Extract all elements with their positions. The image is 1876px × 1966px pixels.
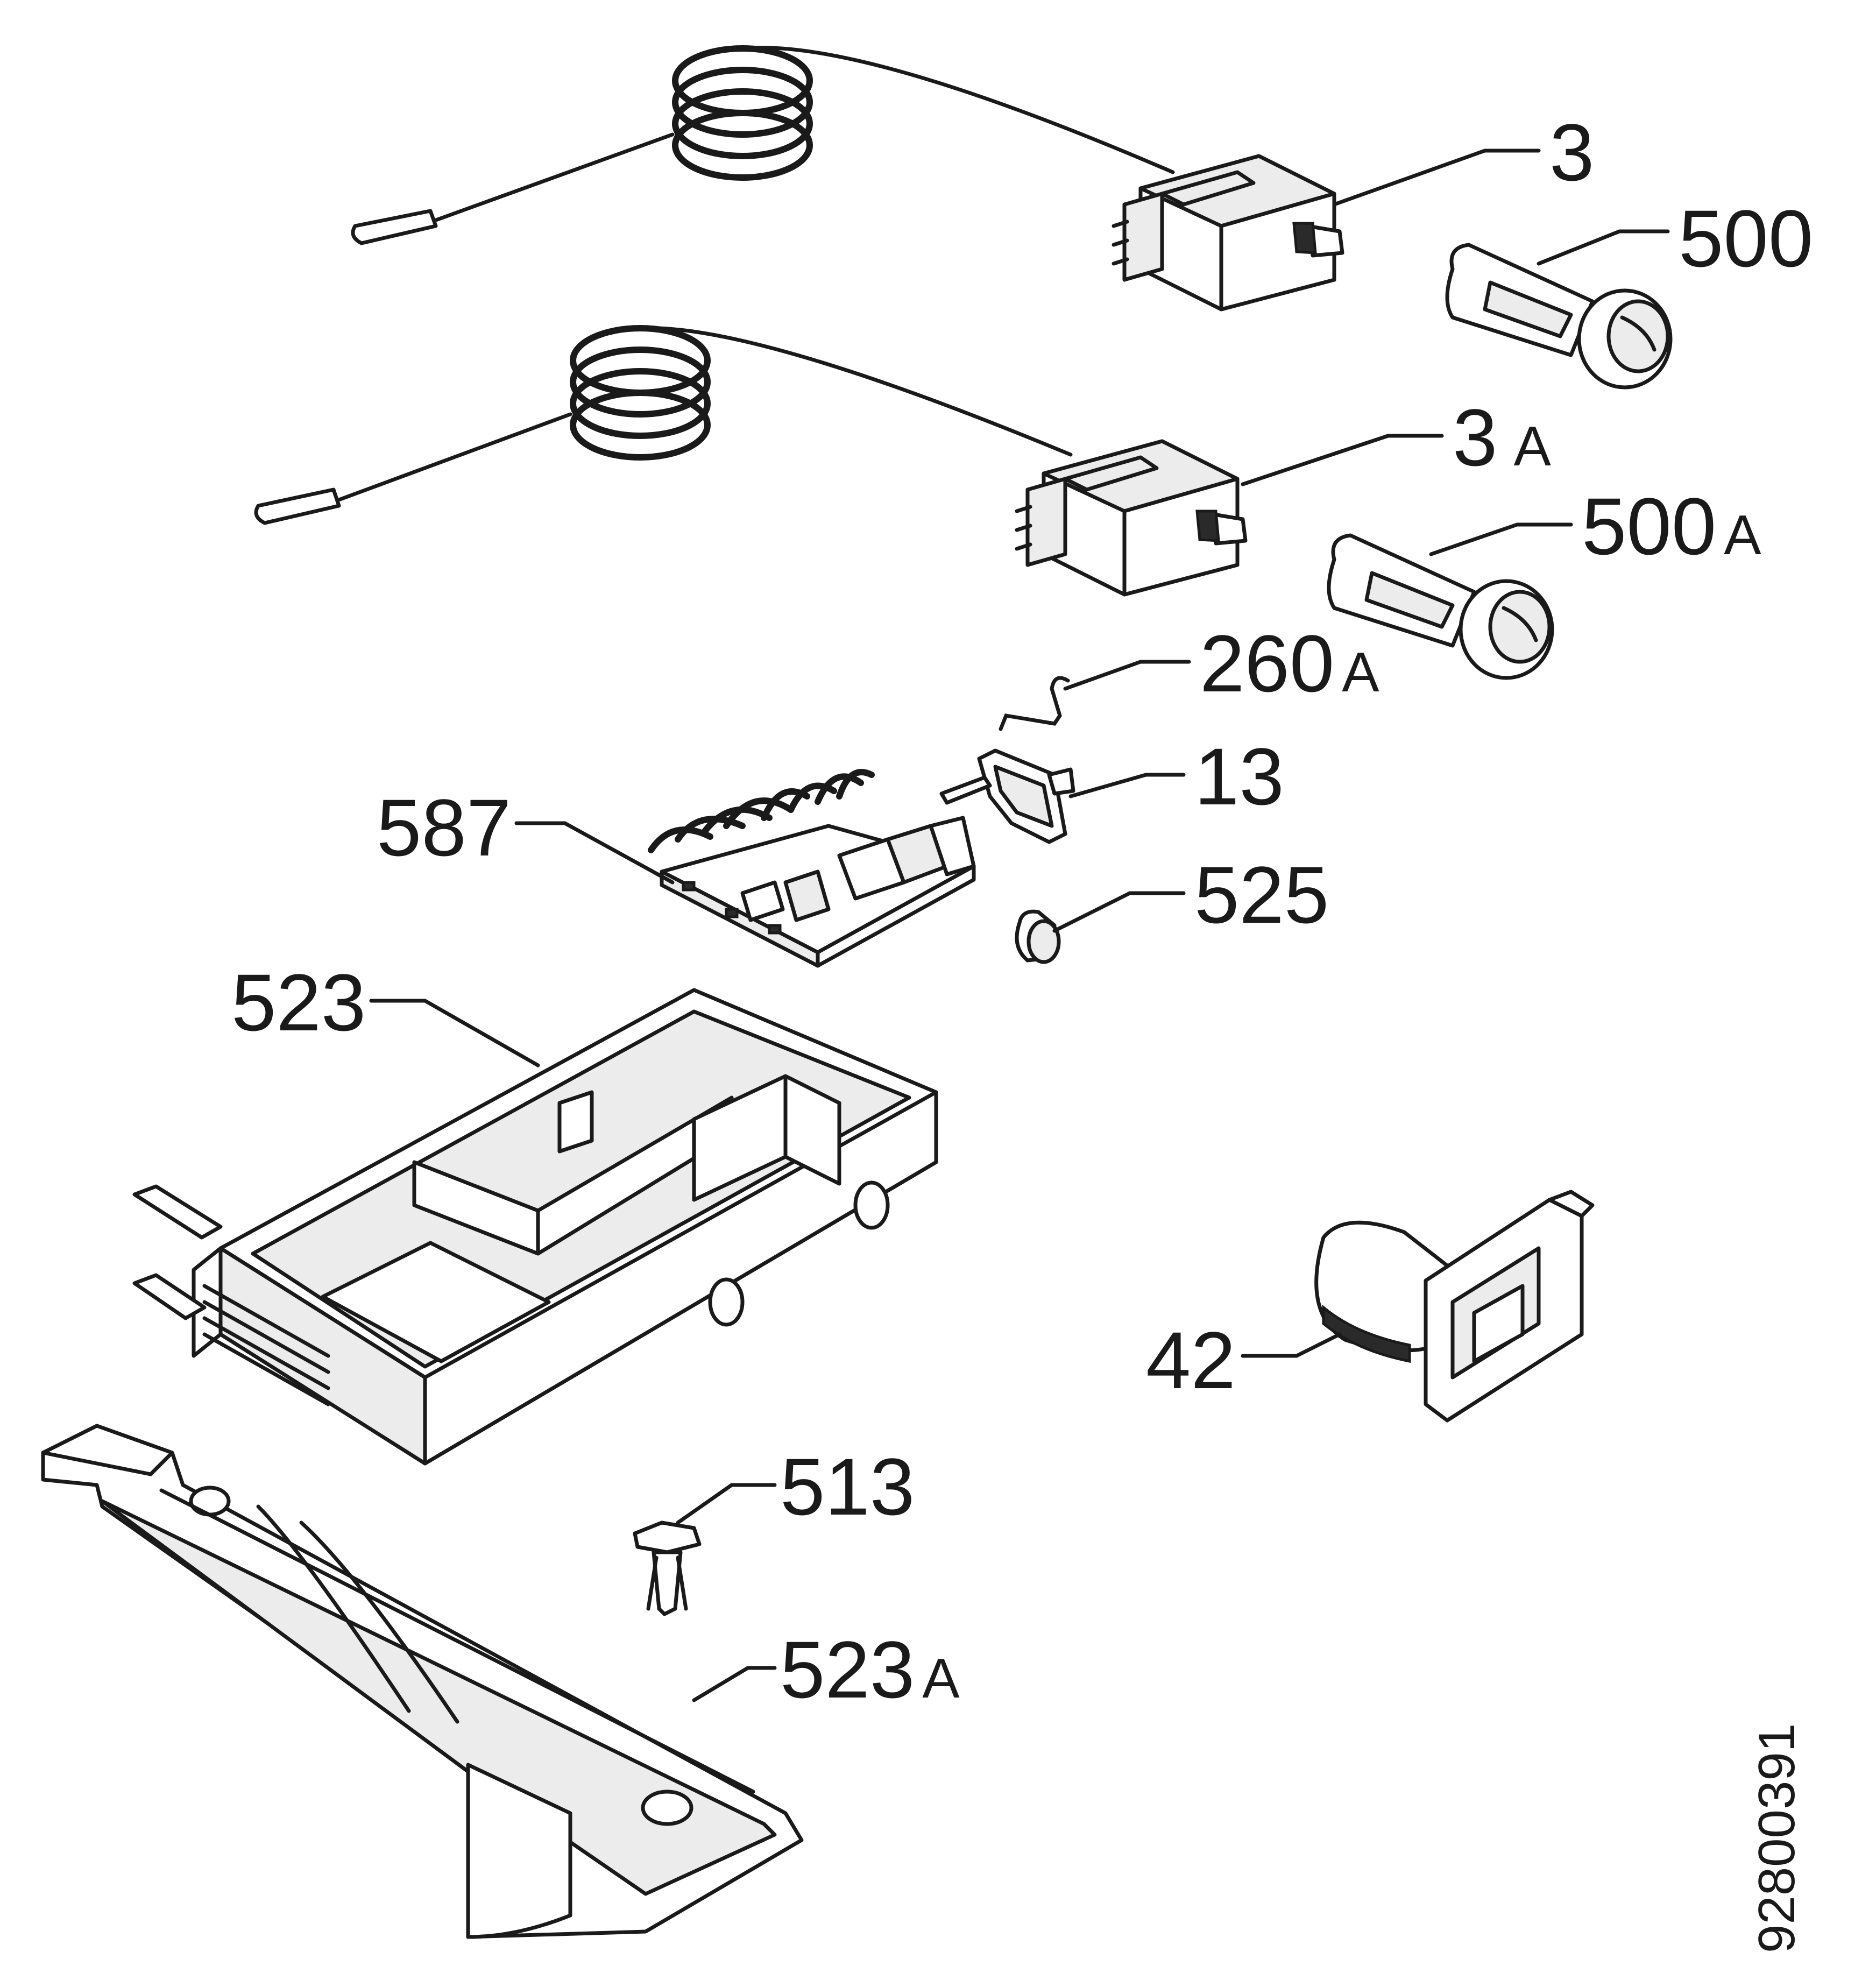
capillary-coil-bottom bbox=[570, 325, 711, 461]
part-13-bracket bbox=[939, 748, 1075, 844]
leader-500 bbox=[1537, 229, 1670, 266]
leader-525 bbox=[1052, 891, 1186, 933]
part-513-clip bbox=[633, 1521, 702, 1616]
label-513: 513 bbox=[780, 1441, 915, 1532]
leader-513 bbox=[676, 1483, 777, 1525]
part-3-thermostat bbox=[351, 45, 1344, 312]
label-525: 525 bbox=[1194, 850, 1329, 940]
leader-500a bbox=[1429, 522, 1573, 556]
leader-3 bbox=[1332, 148, 1541, 207]
leader-260a bbox=[1063, 660, 1191, 691]
label-523: 523 bbox=[231, 957, 366, 1048]
sensor-bulb-top bbox=[351, 209, 438, 245]
label-3: 3 bbox=[1549, 107, 1594, 197]
label-587: 587 bbox=[377, 782, 511, 873]
document-number: 92800391 bbox=[1748, 1723, 1806, 1953]
part-500a-knob bbox=[1327, 533, 1554, 680]
capillary-coil-top bbox=[672, 45, 813, 181]
part-260a-spring bbox=[999, 676, 1070, 731]
label-13: 13 bbox=[1194, 731, 1284, 822]
leader-42 bbox=[1241, 1332, 1342, 1358]
part-587-switch-board bbox=[648, 769, 976, 968]
label-42: 42 bbox=[1146, 1315, 1236, 1405]
leader-13 bbox=[1068, 773, 1186, 798]
leader-523a bbox=[692, 1666, 777, 1702]
label-500: 500 bbox=[1679, 193, 1813, 284]
part-500-knob bbox=[1445, 243, 1673, 390]
leader-3a bbox=[1241, 434, 1444, 486]
part-525-cap bbox=[1015, 909, 1061, 964]
part-523-drawer-body bbox=[132, 988, 938, 1466]
part-523a-drawer-handle bbox=[41, 1424, 804, 1939]
leader-lines bbox=[369, 148, 1670, 1702]
part-42-lamp-holder bbox=[1314, 1190, 1595, 1423]
sensor-bulb-bottom bbox=[254, 487, 341, 525]
part-3a-thermostat bbox=[254, 325, 1248, 597]
leader-523 bbox=[369, 999, 540, 1067]
leader-587 bbox=[514, 821, 675, 885]
